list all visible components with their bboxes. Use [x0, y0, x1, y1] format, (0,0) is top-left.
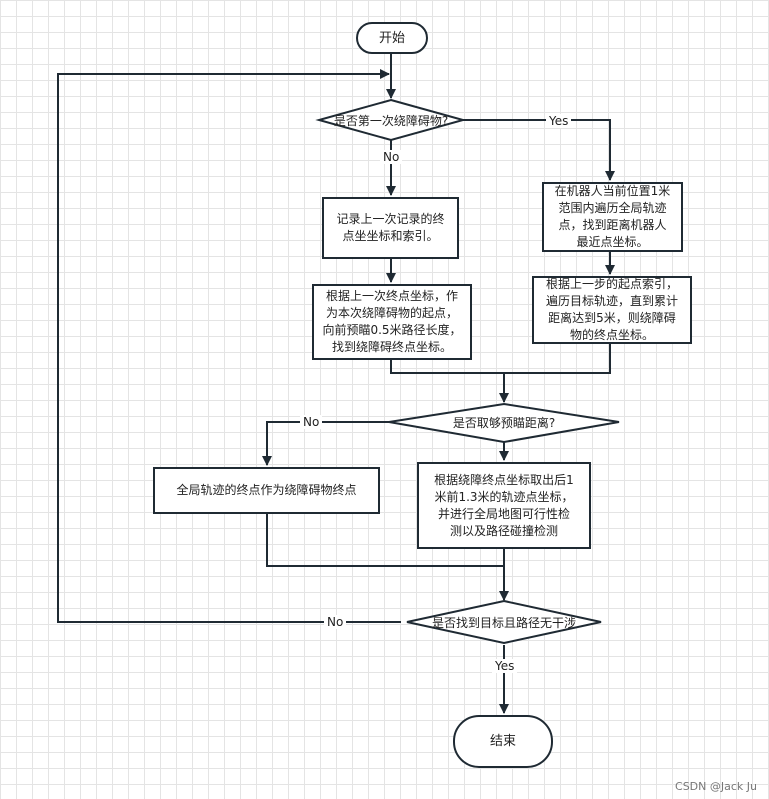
decision1-shape — [315, 98, 467, 142]
decision1-yes-label: Yes — [546, 114, 572, 128]
traverse-box: 根据上一步的起点索引， 遍历目标轨迹，直到累计 距离达到5米，则绕障碍 物的终点… — [532, 276, 692, 344]
nearest-point-box: 在机器人当前位置1米 范围内遍历全局轨迹 点，找到距离机器人 最近点坐标。 — [542, 182, 683, 252]
decision3-text: 是否找到目标且路径无干涉 — [431, 615, 576, 630]
check-box: 根据绕障终点坐标取出后1 米前1.3米的轨迹点坐标， 并进行全局地图可行性检 测… — [417, 462, 591, 549]
decision1-no-label: No — [380, 150, 403, 164]
decision2-text: 是否取够预瞄距离? — [452, 415, 556, 430]
global-end-box: 全局轨迹的终点作为绕障碍物终点 — [153, 467, 380, 514]
decision3-no-label: No — [324, 615, 347, 629]
record-last-box: 记录上一次记录的终 点坐坐标和索引。 — [322, 197, 459, 259]
decision2-shape — [388, 402, 620, 444]
end-terminal: 结束 — [453, 715, 553, 768]
start-terminal: 开始 — [356, 22, 428, 54]
decision3-yes-label: Yes — [492, 659, 518, 673]
decision1-text: 是否第一次绕障碍物? — [333, 113, 449, 128]
decision3-shape — [406, 599, 602, 645]
lookahead-box: 根据上一次终点坐标，作 为本次绕障碍物的起点， 向前预瞄0.5米路径长度， 找到… — [312, 284, 472, 360]
decision2-no-label: No — [300, 415, 323, 429]
watermark-text: CSDN @Jack Ju — [675, 780, 757, 793]
